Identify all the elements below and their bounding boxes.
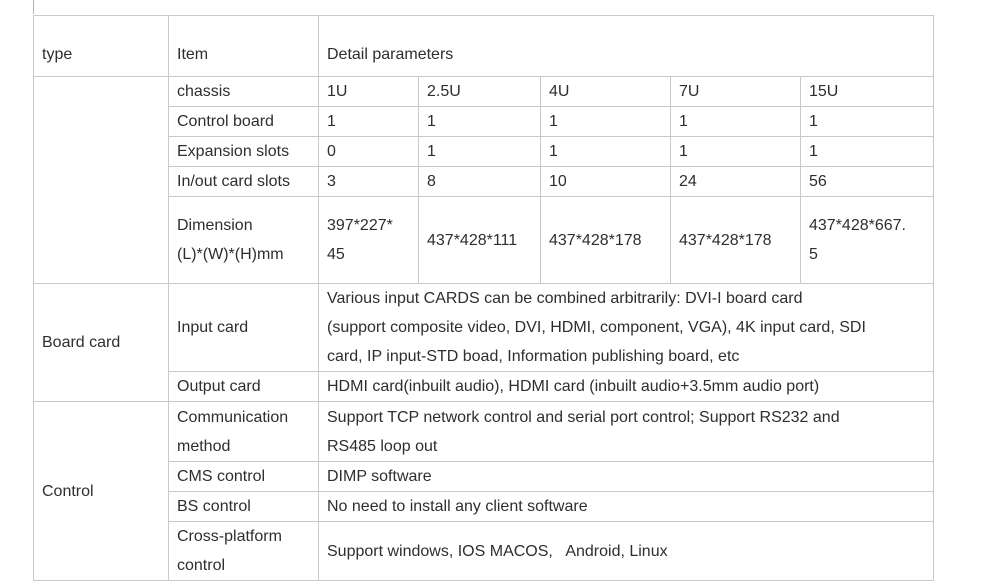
- cell-expansion-label: Expansion slots: [168, 136, 319, 167]
- cell-control-board-v2: 1: [540, 106, 671, 137]
- cell-bs-label: BS control: [168, 491, 319, 522]
- cell-card-slots-v0: 3: [318, 166, 419, 197]
- row-expansion-slots: Expansion slots 0 1 1 1 1: [34, 136, 934, 167]
- cell-control-board-v4: 1: [800, 106, 934, 137]
- row-chassis: chassis 1U 2.5U 4U 7U 15U: [33, 76, 934, 284]
- header-row: type Item Detail parameters: [33, 15, 934, 77]
- cell-dimension-v0: 397*227* 45: [318, 196, 419, 284]
- cell-card-slots-v4: 56: [800, 166, 934, 197]
- cell-dimension-v4: 437*428*667. 5: [800, 196, 934, 284]
- cell-expansion-v0: 0: [318, 136, 419, 167]
- cell-chassis-v3: 7U: [670, 76, 801, 107]
- cell-expansion-v1: 1: [418, 136, 541, 167]
- cell-bs-text: No need to install any client software: [318, 491, 934, 522]
- row-dimension: Dimension (L)*(W)*(H)mm 397*227* 45 437*…: [34, 196, 934, 284]
- cell-dimension-v1: 437*428*111: [418, 196, 541, 284]
- cell-communication-label: Communication method: [168, 401, 319, 462]
- cell-input-card-text: Various input CARDS can be combined arbi…: [318, 283, 934, 372]
- row-communication: Control Communication method Support TCP…: [33, 401, 934, 581]
- cell-chassis-label: chassis: [168, 76, 319, 107]
- cell-dimension-v3: 437*428*178: [670, 196, 801, 284]
- cell-dimension-label: Dimension (L)*(W)*(H)mm: [168, 196, 319, 284]
- cell-control-board-v1: 1: [418, 106, 541, 137]
- spec-table: type Item Detail parameters chassis 1U 2…: [33, 15, 934, 581]
- row-control-board: Control board 1 1 1 1 1: [34, 106, 934, 137]
- cell-dimension-v2: 437*428*178: [540, 196, 671, 284]
- cell-card-slots-v1: 8: [418, 166, 541, 197]
- row-cross-platform: Cross-platform control Support windows, …: [34, 521, 934, 581]
- cell-chassis-v2: 4U: [540, 76, 671, 107]
- crop-artifact-tick: [33, 0, 34, 14]
- cell-communication-text: Support TCP network control and serial p…: [318, 401, 934, 462]
- cell-control-board-v0: 1: [318, 106, 419, 137]
- cell-chassis-v1: 2.5U: [418, 76, 541, 107]
- row-card-slots: In/out card slots 3 8 10 24 56: [34, 166, 934, 197]
- cell-chassis-v0: 1U: [318, 76, 419, 107]
- cell-control-board-label: Control board: [168, 106, 319, 137]
- group-cell-empty: [33, 76, 169, 284]
- header-detail-cell: Detail parameters: [318, 15, 934, 77]
- cell-expansion-v4: 1: [800, 136, 934, 167]
- cell-control-board-v3: 1: [670, 106, 801, 137]
- cell-card-slots-v3: 24: [670, 166, 801, 197]
- cell-expansion-v2: 1: [540, 136, 671, 167]
- header-type-cell: type: [33, 15, 169, 77]
- cell-cms-text: DIMP software: [318, 461, 934, 492]
- cell-expansion-v3: 1: [670, 136, 801, 167]
- row-bs-control: BS control No need to install any client…: [34, 491, 934, 522]
- cell-chassis-v4: 15U: [800, 76, 934, 107]
- cell-output-card-text: HDMI card(inbuilt audio), HDMI card (inb…: [318, 371, 934, 402]
- cell-output-card-label: Output card: [168, 371, 319, 402]
- cell-cross-platform-text: Support windows, IOS MACOS, Android, Lin…: [318, 521, 934, 581]
- cell-cms-label: CMS control: [168, 461, 319, 492]
- cell-cross-platform-label: Cross-platform control: [168, 521, 319, 581]
- cell-card-slots-v2: 10: [540, 166, 671, 197]
- cell-input-card-label: Input card: [168, 283, 319, 372]
- header-item-cell: Item: [168, 15, 319, 77]
- cell-card-slots-label: In/out card slots: [168, 166, 319, 197]
- row-output-card: Output card HDMI card(inbuilt audio), HD…: [34, 371, 934, 402]
- group-cell-board-card: Board card: [33, 283, 169, 402]
- group-cell-control: Control: [33, 401, 169, 581]
- row-input-card: Board card Input card Various input CARD…: [33, 283, 934, 402]
- row-cms-control: CMS control DIMP software: [34, 461, 934, 492]
